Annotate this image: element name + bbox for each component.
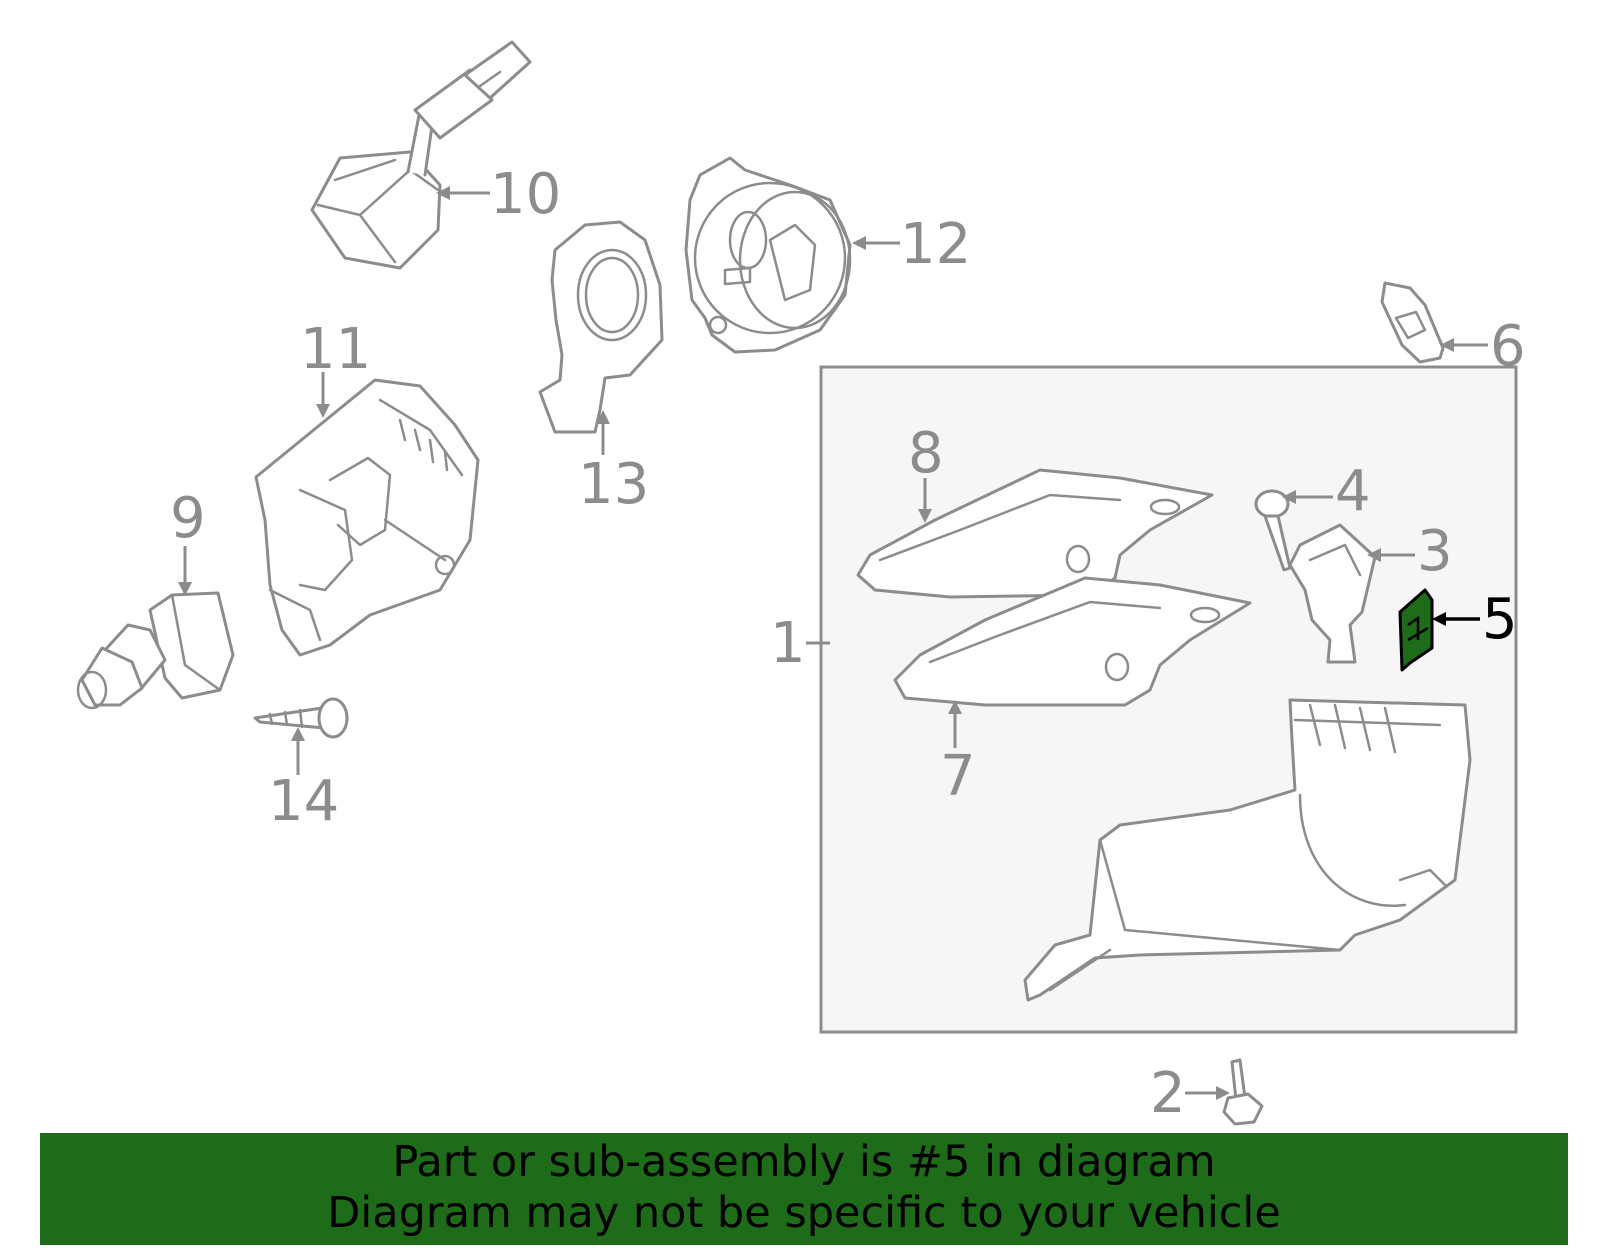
- part-1-lower-shroud: [1023, 698, 1472, 1002]
- callout-leaders: [178, 186, 1488, 1100]
- part-7-cover: [893, 576, 1252, 707]
- callout-12: 12: [900, 212, 971, 277]
- part-6-clip: [1380, 281, 1445, 364]
- callout-13: 13: [578, 452, 649, 517]
- callout-9: 9: [170, 486, 206, 551]
- part-2-bolt: [1222, 1058, 1264, 1126]
- callout-4: 4: [1335, 459, 1371, 524]
- part-9-switch: [76, 591, 235, 710]
- part-12-clock-spring: [684, 156, 852, 354]
- callout-6: 6: [1490, 314, 1526, 379]
- part-4-pin: [1254, 489, 1292, 572]
- banner-line-2: Diagram may not be specific to your vehi…: [327, 1188, 1281, 1238]
- part-11-housing: [254, 378, 480, 657]
- callout-10: 10: [490, 162, 561, 227]
- callout-5: 5: [1482, 587, 1518, 652]
- callout-1: 1: [770, 611, 806, 676]
- callout-2: 2: [1150, 1061, 1186, 1126]
- part-14-screw: [253, 697, 349, 739]
- callout-3: 3: [1417, 519, 1453, 584]
- part-8-upper-cover: [856, 468, 1214, 599]
- part-5-highlighted: [1398, 588, 1434, 672]
- info-banner: Part or sub-assembly is #5 in diagram Di…: [40, 1133, 1568, 1245]
- callout-11: 11: [300, 317, 371, 382]
- part-13-ring: [538, 220, 664, 434]
- callout-8: 8: [908, 421, 944, 486]
- callout-7: 7: [940, 744, 976, 809]
- callout-14: 14: [268, 769, 339, 834]
- banner-line-1: Part or sub-assembly is #5 in diagram: [392, 1137, 1216, 1187]
- part-3-bracket: [1288, 523, 1377, 664]
- part-10-switch: [310, 40, 532, 270]
